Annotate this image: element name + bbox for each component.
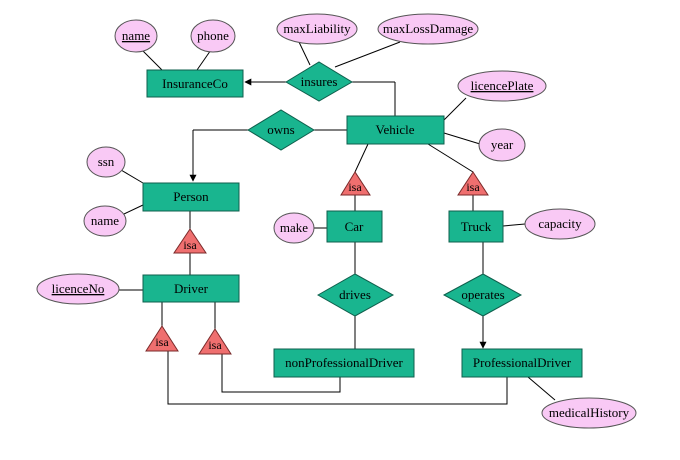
edge-vehicle-isa-car xyxy=(354,143,369,173)
entity-label: InsuranceCo xyxy=(162,76,228,91)
relationship-insures: insures xyxy=(285,61,353,102)
attribute-label: licenceNo xyxy=(52,281,105,296)
attribute-label: ssn xyxy=(98,154,115,169)
isa-label: isa xyxy=(348,180,362,194)
relationship-label: owns xyxy=(267,122,294,137)
entity-label: Driver xyxy=(174,281,209,296)
attribute-insurance-name: name xyxy=(114,19,158,53)
relationship-label: operates xyxy=(461,287,504,302)
relationship-owns: owns xyxy=(247,109,315,151)
entity-label: Car xyxy=(345,219,364,234)
isa-label: isa xyxy=(183,238,197,252)
entity-label: ProfessionalDriver xyxy=(473,355,572,370)
isa-driver-professional: isa xyxy=(145,325,179,352)
entity-driver: Driver xyxy=(142,274,240,303)
attribute-ssn: ssn xyxy=(86,146,126,178)
entity-insurance-co: InsuranceCo xyxy=(146,69,244,98)
attribute-licence-plate: licencePlate xyxy=(457,70,547,102)
attribute-label: year xyxy=(491,137,514,152)
attribute-label: name xyxy=(91,213,119,228)
attribute-label: maxLossDamage xyxy=(383,21,473,36)
isa-vehicle-car: isa xyxy=(340,171,371,196)
edge-vehicle-isa-truck xyxy=(427,143,474,173)
entity-vehicle: Vehicle xyxy=(346,115,445,145)
relationship-operates: operates xyxy=(442,273,523,317)
entity-professional-driver: ProfessionalDriver xyxy=(461,348,583,378)
attribute-label: maxLiability xyxy=(283,21,351,36)
edge-profdriver-medicalhistory xyxy=(527,376,556,401)
attribute-label: licencePlate xyxy=(471,78,534,93)
attribute-make: make xyxy=(273,212,315,244)
edge-vehicle-licenceplate xyxy=(443,97,467,121)
attribute-insurance-phone: phone xyxy=(190,19,236,53)
connectors xyxy=(118,41,556,405)
attribute-label: name xyxy=(122,28,150,43)
entity-person: Person xyxy=(142,182,240,212)
entity-truck: Truck xyxy=(448,210,504,243)
isa-label: isa xyxy=(466,180,480,194)
attribute-label: medicalHistory xyxy=(549,405,630,420)
attribute-person-name: name xyxy=(83,205,127,237)
edge-vehicle-year xyxy=(443,132,481,145)
edge-insures-maxlossdamage xyxy=(334,41,401,68)
attribute-max-liability: maxLiability xyxy=(276,13,358,45)
edge-insures-maxliability xyxy=(298,41,311,66)
attribute-label: make xyxy=(280,220,308,235)
entity-label: Truck xyxy=(461,219,492,234)
isa-vehicle-truck: isa xyxy=(457,171,489,196)
isa-label: isa xyxy=(208,338,222,352)
relationship-drives: drives xyxy=(316,273,395,317)
edge-isa-nonprof xyxy=(221,354,341,393)
relationship-label: insures xyxy=(301,74,338,89)
attribute-year: year xyxy=(478,128,526,162)
attribute-capacity: capacity xyxy=(524,208,596,240)
attribute-licence-no: licenceNo xyxy=(36,273,120,305)
attribute-max-loss-damage: maxLossDamage xyxy=(377,13,479,45)
entity-label: Person xyxy=(173,189,209,204)
attribute-label: capacity xyxy=(538,216,582,231)
edge-isa-profdriver xyxy=(167,351,508,405)
edge-person-name xyxy=(123,204,144,215)
attribute-label: phone xyxy=(197,28,229,43)
isa-label: isa xyxy=(155,335,169,349)
isa-person-driver: isa xyxy=(173,228,207,254)
isa-driver-nonprofessional: isa xyxy=(198,328,232,355)
edge-truck-capacity xyxy=(502,223,526,227)
entity-label: Vehicle xyxy=(376,122,415,137)
entity-non-professional-driver: nonProfessionalDriver xyxy=(273,348,415,378)
entity-car: Car xyxy=(326,210,383,243)
attribute-medical-history: medicalHistory xyxy=(541,397,637,429)
entity-label: nonProfessionalDriver xyxy=(285,355,403,370)
edge-person-ssn xyxy=(120,169,144,184)
relationship-label: drives xyxy=(339,287,371,302)
